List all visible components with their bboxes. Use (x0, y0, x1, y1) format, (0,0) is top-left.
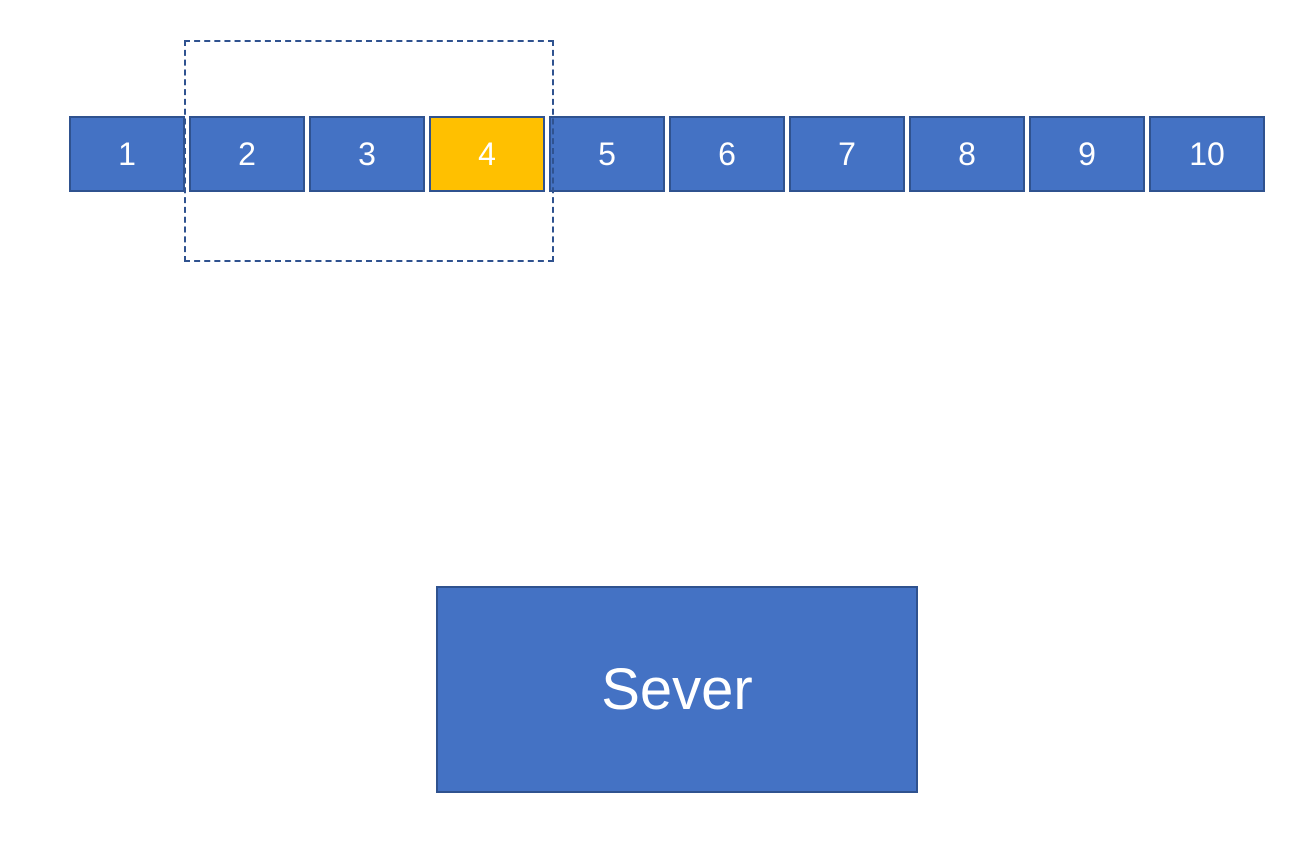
sequence-cell-label: 9 (1078, 136, 1096, 172)
sequence-cell-label: 4 (478, 136, 496, 172)
sequence-cell-7: 7 (789, 116, 905, 192)
server-label: Sever (601, 656, 753, 722)
sequence-cell-label: 3 (358, 136, 376, 172)
sequence-cell-9: 9 (1029, 116, 1145, 192)
sequence-cell-1: 1 (69, 116, 185, 192)
sequence-cell-label: 5 (598, 136, 616, 172)
sequence-cell-8: 8 (909, 116, 1025, 192)
sequence-cell-label: 10 (1189, 136, 1225, 172)
sequence-cell-label: 6 (718, 136, 736, 172)
sequence-cell-3: 3 (309, 116, 425, 192)
sequence-cell-2: 2 (189, 116, 305, 192)
sequence-cell-label: 7 (838, 136, 856, 172)
sequence-cell-label: 1 (118, 136, 136, 172)
sequence-cell-6: 6 (669, 116, 785, 192)
sequence-cell-label: 2 (238, 136, 256, 172)
sequence-cell-5: 5 (549, 116, 665, 192)
sequence-cell-4: 4 (429, 116, 545, 192)
sequence-cell-10: 10 (1149, 116, 1265, 192)
server-box: Sever (436, 586, 918, 793)
sequence-cell-label: 8 (958, 136, 976, 172)
